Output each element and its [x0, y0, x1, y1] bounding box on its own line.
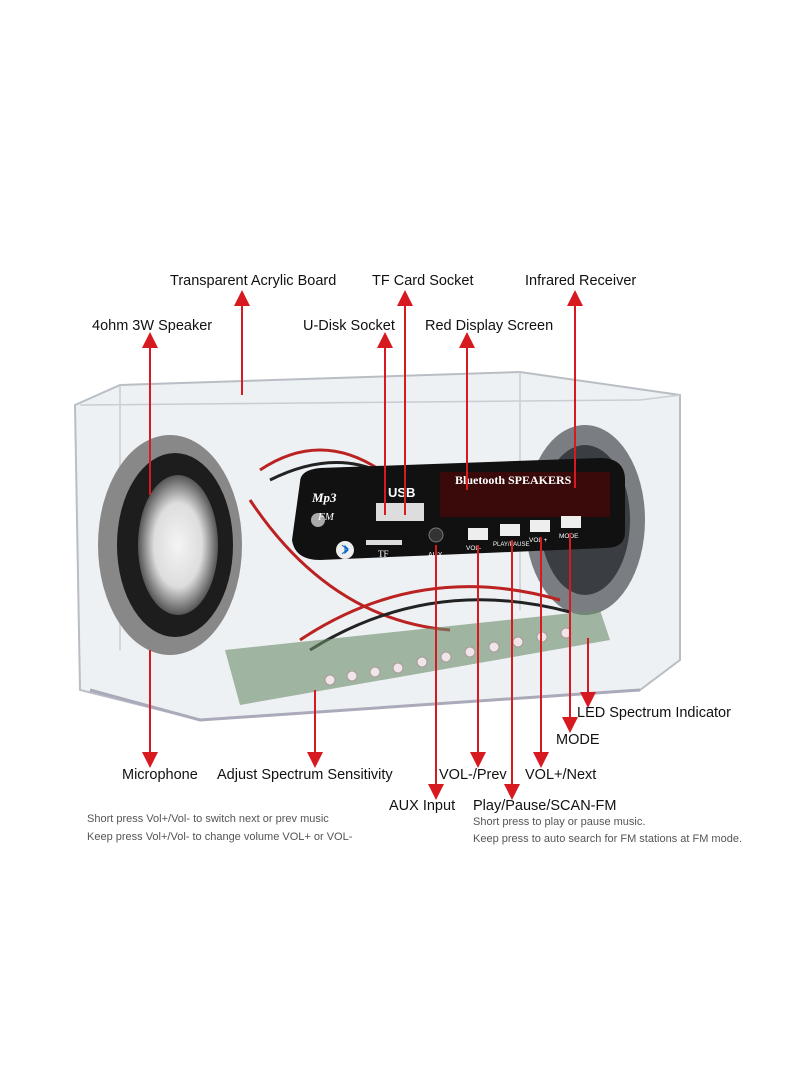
- label-vol-prev: VOL-/Prev: [439, 767, 507, 783]
- usb-port: [376, 503, 424, 521]
- led-row: [324, 627, 572, 686]
- tf-text: TF: [378, 549, 389, 559]
- note-right-1: Short press to play or pause music.: [473, 816, 646, 828]
- play-pause-button: [500, 524, 520, 536]
- red-display-screen: [440, 472, 610, 517]
- panel-brand: Bluetooth SPEAKERS: [455, 473, 572, 487]
- label-microphone: Microphone: [122, 767, 198, 783]
- vol-minus-button: [468, 528, 488, 540]
- mp3-text: Mp3: [311, 490, 337, 505]
- vol-minus-text: VOL-: [466, 545, 481, 552]
- label-speaker: 4ohm 3W Speaker: [92, 318, 213, 334]
- label-led-spectrum: LED Spectrum Indicator: [577, 705, 731, 721]
- label-play-pause: Play/Pause/SCAN-FM: [473, 798, 617, 814]
- callout-arrows: [142, 290, 596, 800]
- note-right-2: Keep press to auto search for FM station…: [473, 833, 743, 845]
- label-red-display: Red Display Screen: [425, 318, 554, 334]
- label-spectrum-sensitivity: Adjust Spectrum Sensitivity: [217, 767, 393, 783]
- label-mode: MODE: [556, 732, 600, 748]
- vol-plus-button: [530, 520, 550, 532]
- note-left-2: Keep press Vol+/Vol- to change volume VO…: [87, 831, 353, 843]
- left-speaker: [98, 435, 242, 655]
- pcb-board: [225, 610, 610, 705]
- label-infrared-receiver: Infrared Receiver: [525, 273, 637, 289]
- mode-button: [561, 516, 581, 528]
- label-u-disk-socket: U-Disk Socket: [303, 318, 395, 334]
- usb-text: USB: [388, 485, 415, 500]
- fm-text: FM: [317, 511, 335, 523]
- vol-plus-text: VOL +: [529, 537, 548, 544]
- label-vol-next: VOL+/Next: [525, 767, 597, 783]
- label-tf-card-socket: TF Card Socket: [372, 273, 474, 289]
- label-aux-input: AUX Input: [389, 798, 456, 814]
- note-left-1: Short press Vol+/Vol- to switch next or …: [87, 813, 329, 825]
- label-acrylic-board: Transparent Acrylic Board: [170, 273, 337, 289]
- control-panel: Bluetooth SPEAKERS Mp3 FM USB TF AUX VOL…: [292, 458, 625, 560]
- tf-slot: [366, 540, 402, 545]
- aux-jack: [428, 527, 444, 543]
